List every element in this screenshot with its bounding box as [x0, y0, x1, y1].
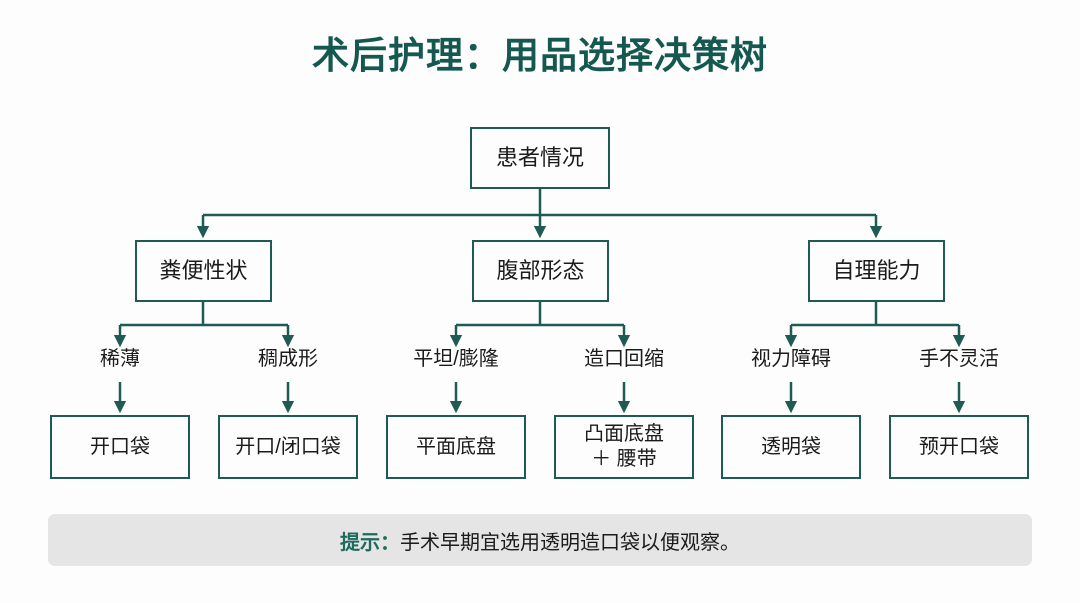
node-result-open-closed-pouch[interactable]: 开口/闭口袋 — [218, 415, 358, 479]
node-result-convex-baseplate-belt[interactable]: 凸面底盘 ＋ 腰带 — [554, 415, 694, 479]
node-branch-stool-form[interactable]: 粪便性状 — [135, 240, 272, 302]
node-branch-label: 自理能力 — [832, 258, 921, 283]
node-result-label-line1: 凸面底盘 — [584, 423, 664, 445]
condition-label-flat-bulging: 平坦/膨隆 — [413, 348, 499, 370]
node-root[interactable]: 患者情况 — [470, 127, 610, 189]
node-result-pre-cut-pouch[interactable]: 预开口袋 — [889, 415, 1029, 479]
node-result-label: 开口袋 — [90, 436, 150, 458]
condition-label-vision-impairment: 视力障碍 — [751, 348, 831, 370]
node-result-label: 平面底盘 — [416, 436, 496, 458]
node-result-label-line2: ＋ 腰带 — [591, 448, 657, 470]
condition-label-stoma-retraction: 造口回缩 — [584, 348, 664, 370]
tip-banner: 提示： 手术早期宜选用透明造口袋以便观察。 — [48, 514, 1032, 566]
tip-label: 提示： — [340, 531, 400, 554]
condition-label-poor-dexterity: 手不灵活 — [919, 348, 999, 370]
node-branch-label: 粪便性状 — [159, 258, 248, 283]
node-branch-self-care[interactable]: 自理能力 — [808, 240, 945, 302]
node-result-flat-baseplate[interactable]: 平面底盘 — [386, 415, 526, 479]
condition-label-thin-stool: 稀薄 — [100, 348, 140, 370]
tip-text: 手术早期宜选用透明造口袋以便观察。 — [400, 531, 740, 554]
node-root-label: 患者情况 — [495, 145, 584, 170]
node-branch-label: 腹部形态 — [496, 258, 585, 283]
node-branch-abdominal-shape[interactable]: 腹部形态 — [472, 240, 609, 302]
node-result-label: 预开口袋 — [919, 436, 999, 458]
page-title: 术后护理：用品选择决策树 — [312, 35, 768, 76]
node-result-label: 透明袋 — [761, 436, 821, 458]
node-result-transparent-pouch[interactable]: 透明袋 — [721, 415, 861, 479]
node-result-label: 开口/闭口袋 — [235, 436, 341, 458]
node-result-open-pouch[interactable]: 开口袋 — [50, 415, 190, 479]
condition-label-formed-stool: 稠成形 — [258, 348, 318, 370]
